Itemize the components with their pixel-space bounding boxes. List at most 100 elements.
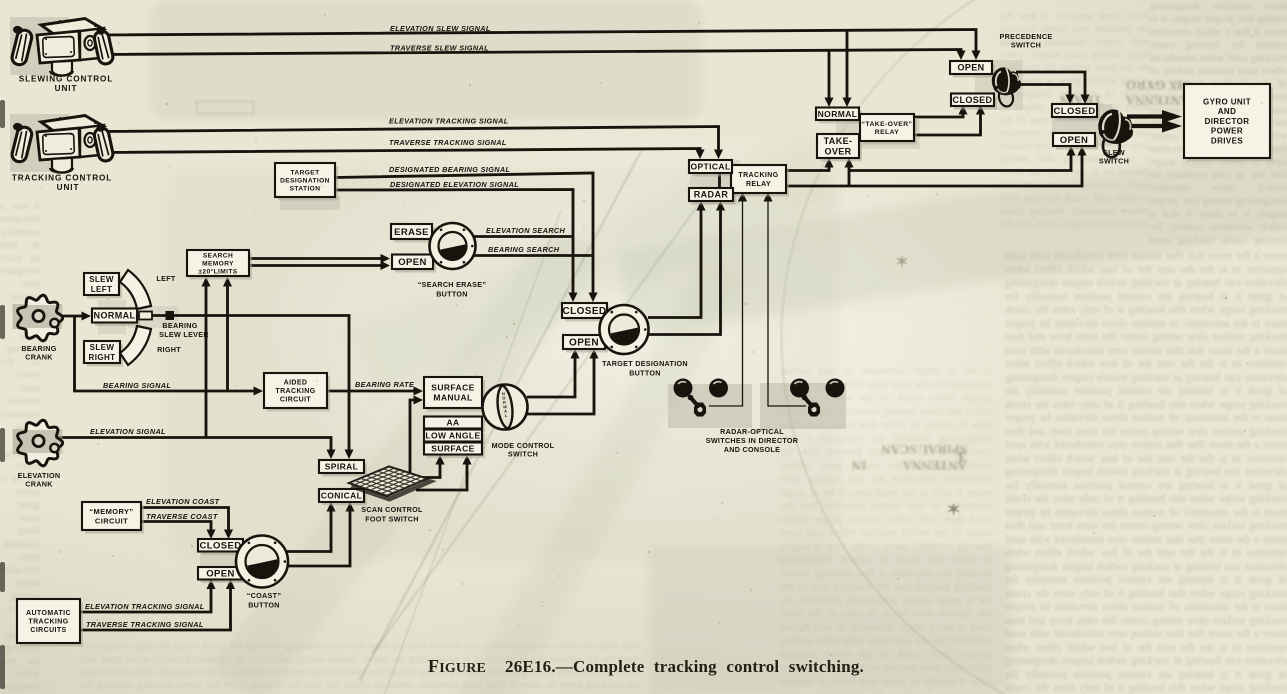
svg-text:OPEN: OPEN	[1060, 135, 1089, 146]
svg-text:CLOSED: CLOSED	[200, 541, 242, 552]
svg-text:TRACKING: TRACKING	[738, 172, 778, 179]
svg-text:LEFT: LEFT	[156, 274, 175, 283]
svg-text:SEARCH: SEARCH	[203, 252, 233, 259]
svg-text:N: N	[502, 391, 506, 396]
svg-text:NORMAL: NORMAL	[818, 109, 858, 119]
svg-text:DESIGNATED BEARING SIGNAL: DESIGNATED BEARING SIGNAL	[389, 165, 511, 174]
svg-text:ELEVATION TRACKING SIGNAL: ELEVATION TRACKING SIGNAL	[389, 117, 509, 126]
svg-text:DRIVES: DRIVES	[1211, 136, 1243, 145]
svg-text:OPEN: OPEN	[206, 569, 235, 580]
svg-text:OPEN: OPEN	[398, 257, 427, 268]
svg-text:MEMORY: MEMORY	[202, 260, 234, 267]
svg-text:ELEVATION SIGNAL: ELEVATION SIGNAL	[90, 427, 166, 436]
svg-text:BUTTON: BUTTON	[248, 601, 280, 610]
svg-text:BEARING SIGNAL: BEARING SIGNAL	[103, 381, 171, 390]
svg-text:A: A	[504, 408, 508, 413]
svg-text:SPIRAL: SPIRAL	[325, 462, 359, 472]
svg-text:SURFACE: SURFACE	[431, 444, 474, 454]
svg-text:LEFT: LEFT	[91, 285, 113, 294]
svg-text:OPEN: OPEN	[569, 338, 599, 349]
svg-text:AIDED: AIDED	[284, 380, 308, 387]
svg-text:ELEVATION SLEW SIGNAL: ELEVATION SLEW SIGNAL	[390, 24, 491, 33]
svg-text:RADAR: RADAR	[694, 190, 729, 200]
svg-text:UNIT: UNIT	[55, 84, 78, 93]
svg-text:L: L	[505, 413, 509, 418]
svg-text:STATION: STATION	[290, 185, 321, 192]
svg-text:LOW ANGLE: LOW ANGLE	[425, 431, 480, 441]
svg-text:TRAVERSE TRACKING SIGNAL: TRAVERSE TRACKING SIGNAL	[86, 620, 204, 629]
svg-text:O: O	[502, 395, 506, 400]
svg-text:TRAVERSE TRACKING SIGNAL: TRAVERSE TRACKING SIGNAL	[389, 138, 507, 147]
svg-text:CLOSED: CLOSED	[562, 306, 606, 317]
svg-text:UNIT: UNIT	[57, 183, 80, 192]
svg-text:RELAY: RELAY	[746, 181, 771, 188]
svg-text:RELAY: RELAY	[875, 129, 899, 136]
svg-text:ERASE: ERASE	[394, 227, 429, 238]
svg-text:TRAVERSE SLEW SIGNAL: TRAVERSE SLEW SIGNAL	[390, 44, 489, 53]
svg-text:MANUAL: MANUAL	[433, 393, 472, 403]
svg-text:AND CONSOLE: AND CONSOLE	[724, 445, 780, 454]
svg-text:SCAN CONTROL: SCAN CONTROL	[361, 505, 423, 514]
svg-text:ELEVATION SEARCH: ELEVATION SEARCH	[486, 226, 565, 235]
svg-text:“COAST”: “COAST”	[247, 591, 282, 600]
svg-text:AA: AA	[446, 418, 459, 428]
svg-text:CIRCUIT: CIRCUIT	[280, 397, 312, 404]
svg-text:AUTOMATIC: AUTOMATIC	[26, 610, 71, 617]
svg-text:CRANK: CRANK	[25, 480, 53, 489]
svg-text:SLEWING CONTROL: SLEWING CONTROL	[19, 75, 113, 84]
svg-text:PRECEDENCE: PRECEDENCE	[1000, 32, 1053, 41]
svg-text:TAKE-: TAKE-	[824, 136, 853, 146]
svg-text:POWER: POWER	[1211, 127, 1243, 136]
svg-text:BEARING: BEARING	[162, 321, 197, 330]
svg-text:GYRO UNIT: GYRO UNIT	[1203, 97, 1251, 106]
svg-text:TRACKING: TRACKING	[275, 388, 315, 395]
svg-text:SWITCHES IN DIRECTOR: SWITCHES IN DIRECTOR	[706, 436, 799, 445]
svg-text:ELEVATION COAST: ELEVATION COAST	[146, 497, 220, 506]
svg-text:SLEW LEVER: SLEW LEVER	[159, 330, 209, 339]
svg-text:RADAR-OPTICAL: RADAR-OPTICAL	[720, 427, 784, 436]
svg-text:CONICAL: CONICAL	[321, 491, 363, 501]
svg-text:CIRCUITS: CIRCUITS	[30, 627, 66, 634]
svg-text:SWITCH: SWITCH	[1099, 157, 1129, 166]
svg-text:OPEN: OPEN	[957, 63, 984, 73]
svg-text:OVER: OVER	[824, 147, 851, 157]
svg-text:SWITCH: SWITCH	[508, 450, 538, 459]
svg-text:±20°LIMITS: ±20°LIMITS	[198, 267, 237, 275]
svg-text:“TAKE-OVER”: “TAKE-OVER”	[862, 121, 913, 128]
svg-text:DESIGNATION: DESIGNATION	[280, 177, 330, 184]
svg-text:ELEVATION TRACKING SIGNAL: ELEVATION TRACKING SIGNAL	[85, 602, 205, 611]
svg-text:TRACKING: TRACKING	[28, 619, 68, 626]
svg-text:TRAVERSE COAST: TRAVERSE COAST	[146, 512, 218, 521]
svg-text:“MEMORY”: “MEMORY”	[89, 507, 133, 516]
svg-text:SURFACE: SURFACE	[431, 382, 474, 392]
svg-text:DIRECTOR: DIRECTOR	[1205, 117, 1250, 126]
svg-text:BEARING SEARCH: BEARING SEARCH	[488, 245, 560, 254]
svg-text:ELEVATION: ELEVATION	[18, 471, 61, 480]
svg-text:SWITCH: SWITCH	[1011, 41, 1041, 50]
svg-text:CIRCUIT: CIRCUIT	[95, 516, 128, 525]
svg-text:NORMAL: NORMAL	[94, 311, 136, 321]
svg-text:BEARING RATE: BEARING RATE	[355, 380, 415, 389]
svg-text:BUTTON: BUTTON	[629, 369, 661, 378]
svg-text:“SEARCH ERASE”: “SEARCH ERASE”	[418, 280, 487, 289]
svg-text:DESIGNATED ELEVATION SIGNAL: DESIGNATED ELEVATION SIGNAL	[390, 180, 519, 189]
svg-text:AND: AND	[1218, 107, 1237, 116]
svg-text:M: M	[503, 404, 508, 409]
svg-text:BUTTON: BUTTON	[436, 290, 468, 299]
svg-text:R: R	[503, 400, 507, 405]
svg-text:CRANK: CRANK	[25, 353, 53, 362]
svg-text:TRACKING CONTROL: TRACKING CONTROL	[12, 174, 112, 183]
svg-text:SLEW: SLEW	[1103, 148, 1125, 157]
svg-text:SLEW: SLEW	[90, 343, 115, 352]
svg-text:CLOSED: CLOSED	[1054, 106, 1096, 117]
svg-text:SLEW: SLEW	[89, 275, 114, 284]
svg-text:TARGET DESIGNATION: TARGET DESIGNATION	[602, 359, 688, 368]
svg-text:RIGHT: RIGHT	[157, 345, 181, 354]
svg-text:FOOT SWITCH: FOOT SWITCH	[365, 515, 419, 524]
svg-text:MODE CONTROL: MODE CONTROL	[492, 441, 555, 450]
svg-text:OPTICAL: OPTICAL	[690, 162, 730, 172]
svg-text:RIGHT: RIGHT	[89, 353, 116, 362]
svg-text:CLOSED: CLOSED	[953, 95, 993, 105]
svg-text:TARGET: TARGET	[290, 169, 319, 176]
svg-text:BEARING: BEARING	[21, 344, 56, 353]
